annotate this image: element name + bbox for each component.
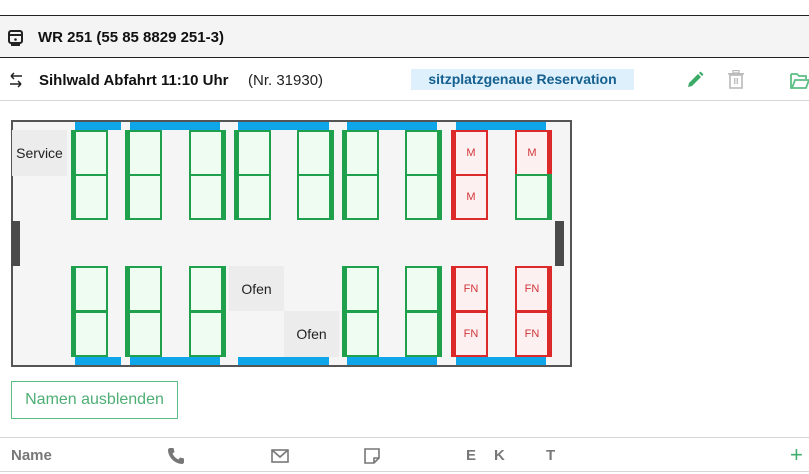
reservation-type-badge: sitzplatzgenaue Reservation bbox=[411, 69, 634, 90]
seat-label: FN bbox=[524, 283, 540, 295]
window bbox=[130, 357, 220, 365]
service-area: Service bbox=[12, 130, 67, 176]
seat[interactable] bbox=[71, 174, 108, 220]
seat[interactable] bbox=[234, 174, 271, 220]
seat[interactable] bbox=[234, 130, 271, 176]
trip-number: (Nr. 31930) bbox=[248, 72, 324, 89]
seat[interactable] bbox=[405, 311, 442, 357]
door-left bbox=[11, 221, 20, 266]
add-passenger-button[interactable]: + bbox=[790, 442, 803, 467]
note-icon bbox=[364, 448, 380, 464]
oven-1: Ofen bbox=[229, 266, 284, 311]
seat[interactable] bbox=[71, 130, 108, 176]
seat-reserved[interactable]: M bbox=[515, 130, 552, 176]
window bbox=[238, 357, 329, 365]
train-icon bbox=[8, 30, 23, 46]
seat[interactable] bbox=[297, 130, 334, 176]
seat-reserved[interactable]: FN bbox=[451, 266, 488, 312]
seat[interactable] bbox=[125, 311, 162, 357]
seat[interactable] bbox=[515, 174, 552, 220]
window bbox=[75, 357, 121, 365]
seat[interactable] bbox=[342, 130, 379, 176]
trash-icon[interactable] bbox=[727, 70, 745, 89]
window bbox=[238, 122, 329, 130]
seat[interactable] bbox=[405, 174, 442, 220]
seat[interactable] bbox=[125, 266, 162, 312]
window bbox=[347, 122, 437, 130]
top-divider bbox=[0, 15, 809, 16]
column-t[interactable]: T bbox=[546, 447, 556, 464]
trip-row: Sihlwald Abfahrt 11:10 Uhr (Nr. 31930) s… bbox=[0, 59, 809, 101]
seat-label: M bbox=[466, 147, 476, 159]
seat-label: M bbox=[466, 191, 476, 203]
oven-2: Ofen bbox=[284, 311, 339, 357]
seat[interactable] bbox=[189, 311, 226, 357]
column-k[interactable]: K bbox=[494, 447, 505, 464]
passenger-table-header: Name E K T + bbox=[0, 437, 809, 472]
swap-arrows-icon bbox=[10, 72, 22, 88]
seat-reserved[interactable]: FN bbox=[515, 311, 552, 357]
seat[interactable] bbox=[125, 130, 162, 176]
hide-names-button[interactable]: Namen ausblenden bbox=[11, 381, 178, 419]
seat-label: FN bbox=[524, 328, 540, 340]
coach-header: WR 251 (55 85 8829 251-3) bbox=[0, 16, 809, 58]
coach-title: WR 251 (55 85 8829 251-3) bbox=[38, 29, 224, 46]
seat[interactable] bbox=[297, 174, 334, 220]
column-e[interactable]: E bbox=[466, 447, 477, 464]
edit-icon[interactable] bbox=[686, 71, 704, 89]
seat[interactable] bbox=[342, 174, 379, 220]
seat-label: M bbox=[527, 147, 537, 159]
seat[interactable] bbox=[71, 311, 108, 357]
window bbox=[130, 122, 220, 130]
seat[interactable] bbox=[189, 174, 226, 220]
seat[interactable] bbox=[342, 311, 379, 357]
seat[interactable] bbox=[125, 174, 162, 220]
phone-icon bbox=[168, 448, 184, 464]
seat[interactable] bbox=[405, 266, 442, 312]
seat[interactable] bbox=[189, 266, 226, 312]
seat-reserved[interactable]: FN bbox=[451, 311, 488, 357]
seat-reserved[interactable]: FN bbox=[515, 266, 552, 312]
seat-reserved[interactable]: M bbox=[451, 174, 488, 220]
window bbox=[456, 122, 546, 130]
column-name[interactable]: Name bbox=[11, 447, 52, 464]
window bbox=[456, 357, 546, 365]
trip-title: Sihlwald Abfahrt 11:10 Uhr bbox=[39, 72, 229, 89]
seat[interactable] bbox=[71, 266, 108, 312]
mail-icon bbox=[271, 449, 289, 463]
folder-open-icon[interactable] bbox=[790, 72, 809, 89]
seat[interactable] bbox=[342, 266, 379, 312]
seat-reserved[interactable]: M bbox=[451, 130, 488, 176]
seat[interactable] bbox=[189, 130, 226, 176]
seat-label: FN bbox=[463, 283, 479, 295]
seat[interactable] bbox=[405, 130, 442, 176]
window bbox=[347, 357, 437, 365]
seat-label: FN bbox=[463, 328, 479, 340]
coach-seat-map: Service Ofen Ofen M M M FN FN FN FN bbox=[11, 120, 572, 367]
door-right bbox=[555, 221, 564, 266]
window bbox=[75, 122, 121, 130]
